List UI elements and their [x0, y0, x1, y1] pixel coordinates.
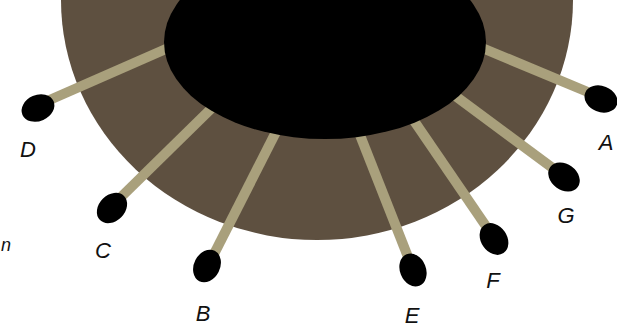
- callout-letter: n: [1, 236, 11, 254]
- callout-letter: G: [557, 205, 574, 227]
- callout-letter: F: [486, 270, 499, 292]
- callout-letter: B: [196, 303, 211, 325]
- callout-letter: C: [95, 240, 111, 262]
- callout-letter: A: [599, 132, 614, 154]
- black-center: [164, 0, 486, 139]
- callout-letter: D: [20, 139, 36, 161]
- brown-half-disk: [61, 0, 573, 240]
- callout-letter: E: [405, 305, 420, 327]
